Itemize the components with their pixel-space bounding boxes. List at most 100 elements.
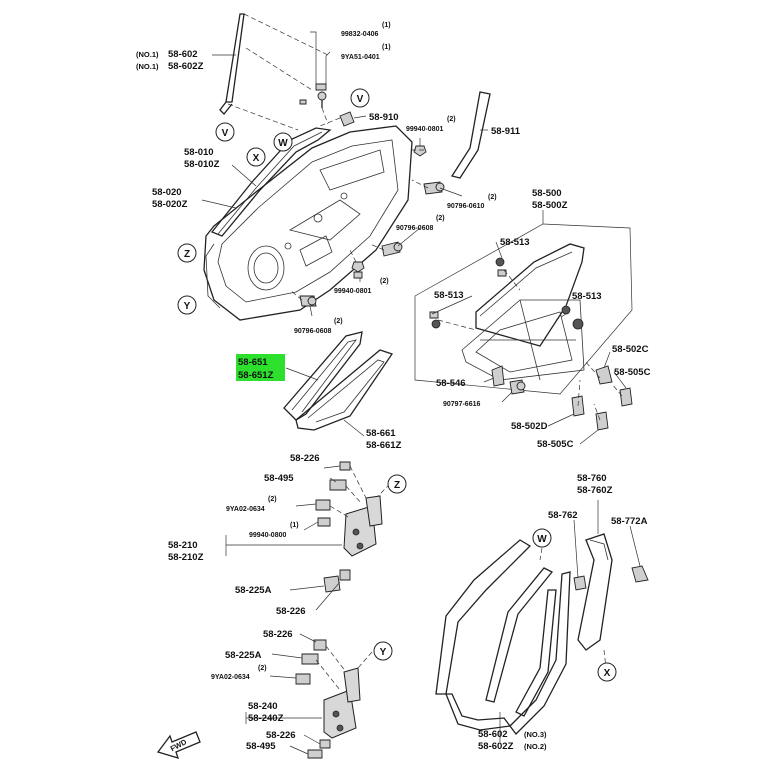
- label-58-240: 58-240: [248, 701, 278, 712]
- callout-y-hinge: Y: [373, 641, 393, 661]
- hinge-bolts-upper2: [323, 569, 351, 593]
- door-frame: [210, 127, 332, 237]
- window-regulator: [461, 299, 585, 381]
- clip-58-513c: [561, 305, 584, 330]
- label-58-505c2: 58-505C: [537, 439, 574, 450]
- label-58-513c: 58-513: [572, 291, 602, 302]
- label-58-760z: 58-760Z: [577, 485, 613, 496]
- svg-text:W: W: [537, 534, 547, 545]
- label-9ya02a-qty: (2): [268, 496, 277, 503]
- label-no3: (NO.3): [524, 730, 547, 739]
- bolt-90796c: [299, 295, 317, 307]
- callout-x: X: [246, 147, 266, 167]
- label-9ya02b: 9YA02-0634: [211, 674, 250, 681]
- svg-text:X: X: [253, 153, 260, 164]
- hinge-bolts-upper: [315, 461, 351, 527]
- label-99940a-qty: (2): [447, 116, 456, 123]
- bolt-90796b: [381, 241, 403, 257]
- label-9ya51: 9YA51-0401: [341, 54, 380, 61]
- label-90796b: 90796-0608: [396, 225, 433, 232]
- label-58-513b: 58-513: [434, 290, 464, 301]
- bolt-9ya51: [315, 83, 327, 91]
- clip-58-772a: [631, 565, 649, 583]
- label-58-226a: 58-226: [290, 453, 320, 464]
- label-58-210z: 58-210Z: [168, 552, 204, 563]
- bolt-99832: [299, 91, 327, 108]
- fwd-arrow: [156, 731, 201, 759]
- label-58-651z: 58-651Z: [238, 370, 274, 381]
- clip-58-762: [573, 575, 587, 591]
- bracket-58-502c: [595, 365, 613, 385]
- nut-99940a: [413, 145, 427, 157]
- callout-z-hinge: Z: [387, 474, 407, 494]
- label-9ya02b-qty: (2): [258, 665, 267, 672]
- label-99940a: 99940-0801: [406, 126, 443, 133]
- label-90796c: 90796-0608: [294, 328, 331, 335]
- label-58-226d: 58-226: [266, 730, 296, 741]
- callout-z: Z: [177, 243, 197, 263]
- label-58-210: 58-210: [168, 540, 198, 551]
- nut-99940b: [351, 261, 365, 279]
- label-58-226c: 58-226: [263, 629, 293, 640]
- door-panel: [203, 125, 413, 321]
- label-90796a: 90796-0610: [447, 203, 484, 210]
- lower-hinge: [323, 667, 361, 739]
- label-58-602z-b: 58-602Z: [478, 741, 514, 752]
- label-99940b: 99940-0801: [334, 288, 371, 295]
- label-58-010z: 58-010Z: [184, 159, 220, 170]
- label-58-495b: 58-495: [246, 741, 276, 752]
- label-58-505c: 58-505C: [614, 367, 651, 378]
- weatherstrip-58-911: [450, 91, 491, 179]
- label-58-500z: 58-500Z: [532, 200, 568, 211]
- callout-v: V: [350, 88, 370, 108]
- label-58-602-b: 58-602: [478, 729, 508, 740]
- door-weatherstrip-no2: [435, 539, 571, 735]
- label-58-911: 58-911: [491, 126, 521, 137]
- label-58-010: 58-010: [184, 147, 214, 158]
- label-58-661: 58-661: [366, 428, 396, 439]
- clip-58-910: [339, 111, 355, 127]
- svg-text:V: V: [222, 128, 229, 139]
- label-no1-b: (NO.1): [136, 62, 159, 71]
- label-58-502c: 58-502C: [612, 344, 649, 355]
- label-58-772a: 58-772A: [611, 516, 648, 527]
- label-99940c: 99940-0800: [249, 532, 286, 539]
- label-58-225a2: 58-225A: [225, 650, 262, 661]
- clip-58-513b: [429, 311, 441, 329]
- callout-v-top: V: [215, 122, 235, 142]
- label-58-226b: 58-226: [276, 606, 306, 617]
- label-58-910: 58-910: [369, 112, 399, 123]
- label-58-546: 58-546: [436, 378, 466, 389]
- label-58-513a: 58-513: [500, 237, 530, 248]
- label-90796b-qty: (2): [436, 215, 445, 222]
- highlight-58-651: [236, 354, 285, 381]
- label-90797: 90797-6616: [443, 401, 480, 408]
- svg-text:Z: Z: [394, 480, 400, 491]
- callout-w: W: [273, 132, 293, 152]
- label-58-225a: 58-225A: [235, 585, 272, 596]
- door-weatherstrip-no3: [485, 567, 557, 717]
- label-58-020: 58-020: [152, 187, 182, 198]
- label-99832-qty: (1): [382, 22, 391, 29]
- label-58-661z: 58-661Z: [366, 440, 402, 451]
- svg-text:X: X: [604, 668, 611, 679]
- label-90796c-qty: (2): [334, 318, 343, 325]
- weatherstrip-no1: [219, 13, 245, 115]
- outer-seal-58-760: [577, 533, 613, 651]
- svg-text:Z: Z: [184, 249, 190, 260]
- bolt-58-505c2: [595, 411, 609, 431]
- label-9ya51-qty: (1): [382, 44, 391, 51]
- glass-run-58-651: [283, 331, 363, 421]
- svg-text:Y: Y: [380, 647, 387, 658]
- label-58-762: 58-762: [548, 510, 578, 521]
- label-no1-a: (NO.1): [136, 50, 159, 59]
- label-58-495a: 58-495: [264, 473, 294, 484]
- label-99940c-qty: (1): [290, 522, 299, 529]
- regulator-frame-box: [414, 210, 633, 395]
- hinge-bolts-lower: [295, 639, 331, 759]
- label-90796a-qty: (2): [488, 194, 497, 201]
- svg-text:Y: Y: [184, 301, 191, 312]
- upper-hinge: [343, 495, 383, 557]
- callout-x-strip: X: [597, 662, 617, 682]
- label-99832: 99832-0406: [341, 31, 378, 38]
